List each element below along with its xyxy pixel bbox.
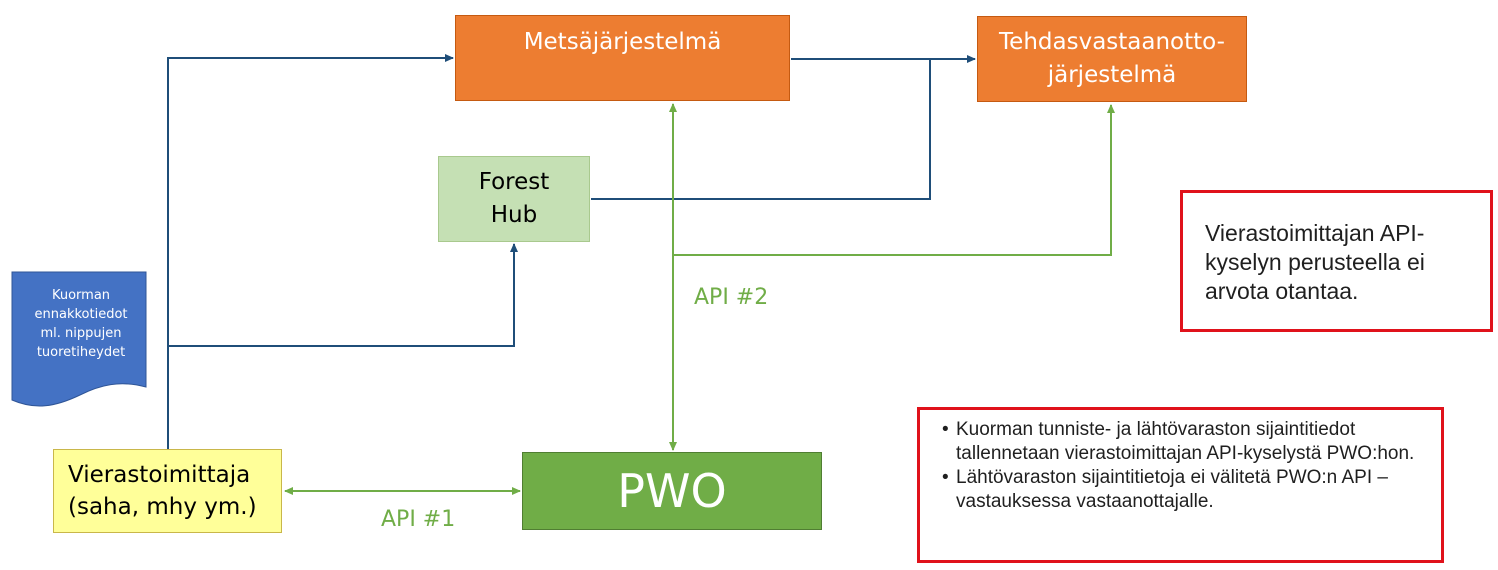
document-line3: ml. nippujen bbox=[40, 325, 122, 341]
location-note-item: Kuorman tunniste- ja lähtövaraston sijai… bbox=[938, 418, 1429, 466]
vierastoimittaja-node: Vierastoimittaja (saha, mhy ym.) bbox=[53, 449, 282, 533]
document-shape bbox=[11, 271, 147, 407]
vierastoimittaja-label-line2: (saha, mhy ym.) bbox=[68, 494, 257, 520]
location-note-list: Kuorman tunniste- ja lähtövaraston sijai… bbox=[938, 418, 1429, 515]
tehdasvastaanotto-node: Tehdasvastaanotto- järjestelmä bbox=[977, 16, 1247, 102]
arrow-forest-hub-to-tehdas bbox=[591, 59, 931, 200]
api1-label: API #1 bbox=[381, 507, 456, 532]
forest-hub-node: Forest Hub bbox=[438, 156, 590, 242]
metsajarjestelma-node: Metsäjärjestelmä bbox=[455, 15, 790, 101]
pwo-label: PWO bbox=[617, 464, 727, 518]
sampling-note: Vierastoimittajan API-kyselyn perusteell… bbox=[1180, 190, 1493, 332]
forest-hub-label-line1: Forest bbox=[478, 168, 550, 195]
arrow-viera-to-metsa bbox=[167, 54, 454, 449]
document-line4: tuoretiheydet bbox=[36, 344, 126, 360]
vierastoimittaja-label-line1: Vierastoimittaja bbox=[68, 461, 251, 488]
document-line2: ennakkotiedot bbox=[34, 306, 128, 322]
forest-hub-label-line2: Hub bbox=[490, 202, 538, 228]
document-text: Kuorman ennakkotiedot ml. nippujen tuore… bbox=[20, 287, 142, 362]
metsajarjestelma-label: Metsäjärjestelmä bbox=[523, 29, 722, 56]
pwo-node: PWO bbox=[522, 452, 822, 530]
sampling-note-text: Vierastoimittajan API-kyselyn perusteell… bbox=[1205, 220, 1425, 305]
document-line1: Kuorman bbox=[51, 288, 111, 303]
arrow-viera-to-forest-hub bbox=[168, 243, 518, 347]
location-note: Kuorman tunniste- ja lähtövaraston sijai… bbox=[917, 407, 1444, 563]
location-note-item: Lähtövaraston sijaintitietoja ei välitet… bbox=[938, 466, 1429, 514]
tehdasvastaanotto-label-line2: järjestelmä bbox=[1047, 62, 1177, 88]
arrow-api2-to-tehdas bbox=[673, 104, 1115, 256]
api2-label: API #2 bbox=[694, 285, 769, 310]
tehdasvastaanotto-label-line1: Tehdasvastaanotto- bbox=[999, 28, 1225, 55]
